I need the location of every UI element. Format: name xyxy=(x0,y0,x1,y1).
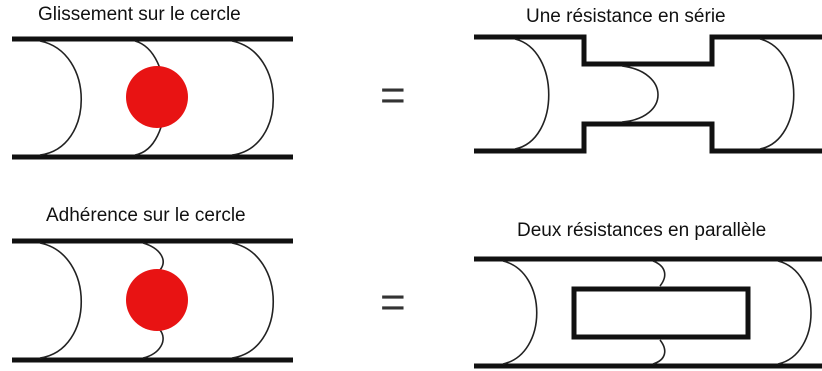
channel-top-wall xyxy=(474,34,822,67)
particle xyxy=(126,269,188,331)
equals-sign-bottom: = xyxy=(380,278,406,327)
interface-right xyxy=(231,242,274,359)
interface-right xyxy=(759,38,795,150)
adherence-channel xyxy=(12,238,293,363)
interface-middle-top xyxy=(652,260,666,287)
interface-middle-bottom xyxy=(652,339,666,365)
particle xyxy=(126,66,188,128)
obstacle-block xyxy=(571,286,751,340)
equals-sign-top: = xyxy=(380,71,406,120)
label-parallele: Deux résistances en parallèle xyxy=(517,220,767,241)
channel-bottom-wall xyxy=(474,121,822,154)
series-resistance-channel xyxy=(474,34,822,154)
interface-right xyxy=(777,260,812,365)
interface-right xyxy=(231,40,274,156)
interface-left xyxy=(502,260,538,365)
interface-middle-bottom xyxy=(142,329,164,359)
interface-middle-top xyxy=(142,242,164,271)
interface-left xyxy=(39,40,82,156)
slip-channel xyxy=(12,36,293,160)
label-glissement: Glissement sur le cercle xyxy=(38,4,241,25)
label-adherence: Adhérence sur le cercle xyxy=(46,205,246,226)
interface-left xyxy=(514,38,550,150)
label-serie: Une résistance en série xyxy=(526,6,726,27)
interface-middle xyxy=(621,65,659,123)
interface-left xyxy=(39,242,82,359)
parallel-resistance-channel xyxy=(474,256,822,369)
